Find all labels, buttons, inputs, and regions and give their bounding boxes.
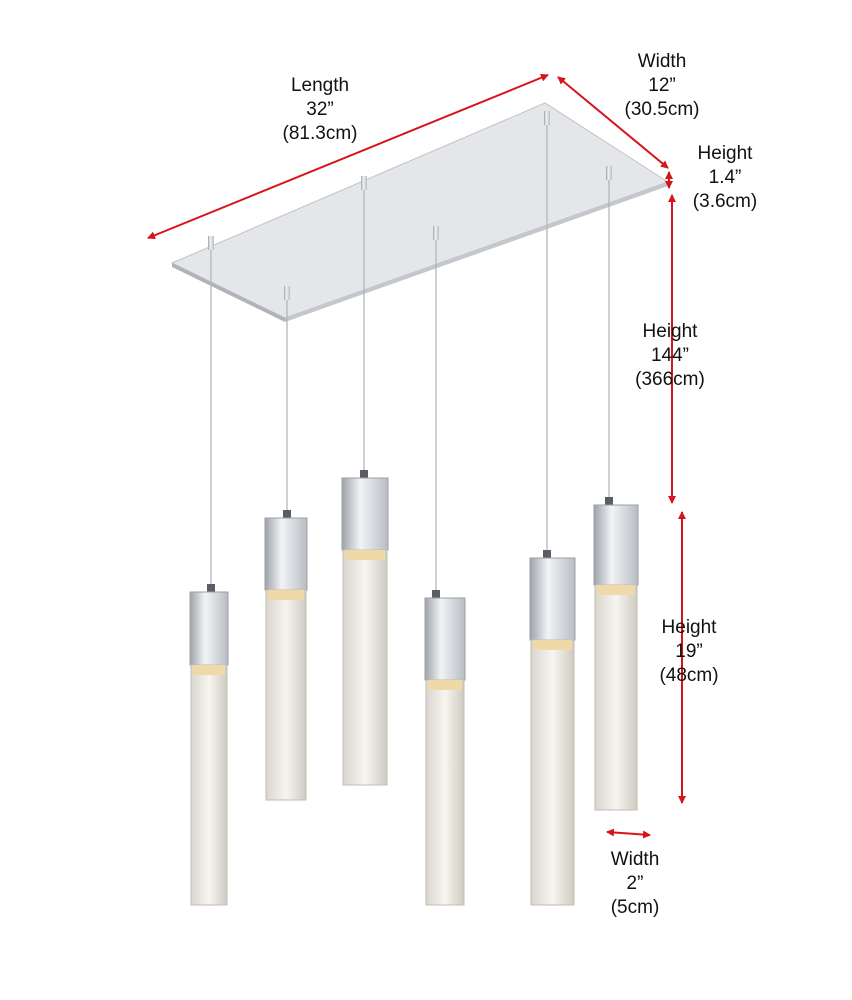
pendant-height-label: Height 19” (48cm) [619,616,759,688]
width-arrow [557,76,669,169]
pendant-height-title: Height [661,617,717,638]
width-label: Width 12” (30.5cm) [592,50,732,122]
cord-grip [433,226,439,240]
dimension-arrows [147,73,686,839]
width-inches: 12” [648,75,676,96]
length-inches: 32” [306,99,334,120]
cord-cap [543,550,551,558]
pendant-6 [593,166,639,811]
length-arrow [147,73,549,240]
chrome-housing [529,557,576,641]
pendant-1 [189,236,229,906]
chrome-housing [593,504,639,586]
cord-cap [432,590,440,598]
light-glow [428,680,462,690]
pendant-width-inches: 2” [626,873,644,894]
crystal-shade [190,664,228,906]
overall-height-title: Height [642,321,698,342]
pendant-width-arrow [606,828,651,839]
light-glow [268,590,304,600]
length-label: Length 32” (81.3cm) [250,74,390,146]
length-cm: (81.3cm) [282,123,358,144]
canopy-height-cm: (3.6cm) [692,191,758,212]
cord-cap [283,510,291,518]
crystal-shade [265,589,307,801]
crystal-shade [594,584,638,811]
overall-height-cm: (366cm) [635,369,705,390]
chrome-housing [424,597,466,681]
cord-grip [606,166,612,180]
pendant-3 [341,176,389,786]
canopy-plate [170,102,670,322]
length-title: Length [290,75,350,96]
cord-grip [284,286,290,300]
cord-grip [361,176,367,190]
pendant-width-label: Width 2” (5cm) [565,848,705,920]
chrome-housing [189,591,229,666]
cord-cap [360,470,368,478]
width-cm: (30.5cm) [624,99,700,120]
crystal-shade [530,639,575,906]
light-glow [597,585,635,595]
pendant-height-cm: (48cm) [659,665,719,686]
pendant-4 [424,226,466,906]
cord-grip [544,111,550,125]
light-glow [193,665,225,675]
cord-cap [207,584,215,592]
canopy-height-label: Height 1.4” (3.6cm) [655,142,795,214]
pendant-width-title: Width [610,849,660,870]
cord-grip [208,236,214,250]
crystal-shade [425,679,465,906]
overall-height-inches: 144” [650,345,690,366]
light-glow [345,550,385,560]
cord-cap [605,497,613,505]
chrome-housing [264,517,308,591]
pendant-height-inches: 19” [675,641,703,662]
canopy-height-inches: 1.4” [708,167,742,188]
pendant-2 [264,286,308,801]
crystal-shade [342,549,388,786]
width-title: Width [637,51,687,72]
overall-height-label: Height 144” (366cm) [600,320,740,392]
chrome-housing [341,477,389,551]
pendant-width-cm: (5cm) [610,897,660,918]
canopy-height-title: Height [697,143,753,164]
light-glow [533,640,572,650]
